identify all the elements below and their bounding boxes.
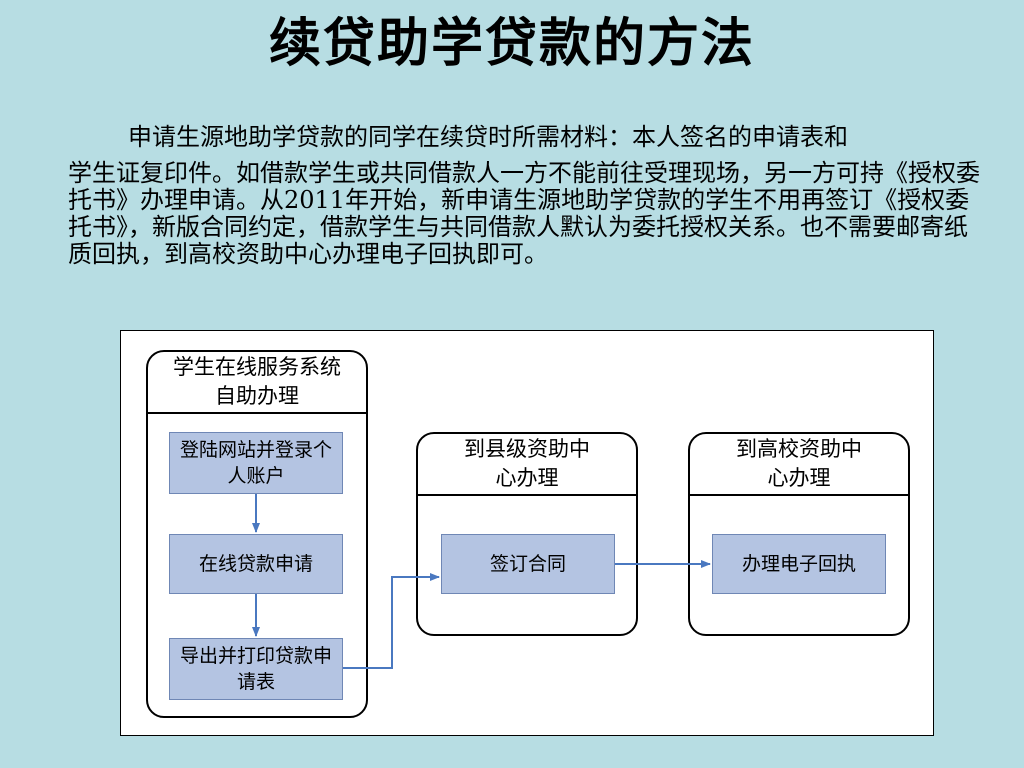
step-electronic-receipt: 办理电子回执: [712, 534, 886, 594]
lane-online-self-service-title: 学生在线服务系统自助办理: [148, 352, 366, 414]
page-title: 续贷助学贷款的方法: [268, 13, 755, 74]
paragraph-line1-text: 申请生源地助学贷款的同学在续贷时所需材料：本人签名的申请表和: [128, 123, 848, 151]
paragraph-first-line: 申请生源地助学贷款的同学在续贷时所需材料：本人签名的申请表和: [68, 120, 980, 154]
step-print-application-form: 导出并打印贷款申请表: [169, 638, 343, 700]
paragraph-body: 学生证复印件。如借款学生或共同借款人一方不能前往受理现场，另一方可持《授权委托书…: [68, 159, 980, 268]
step-sign-contract: 签订合同: [441, 534, 615, 594]
lane-county-aid-center-title: 到县级资助中心办理: [418, 434, 636, 496]
lane-university-aid-center-title: 到高校资助中心办理: [690, 434, 908, 496]
step-login-account: 登陆网站并登录个人账户: [169, 432, 343, 494]
step-online-loan-application: 在线贷款申请: [169, 534, 343, 594]
